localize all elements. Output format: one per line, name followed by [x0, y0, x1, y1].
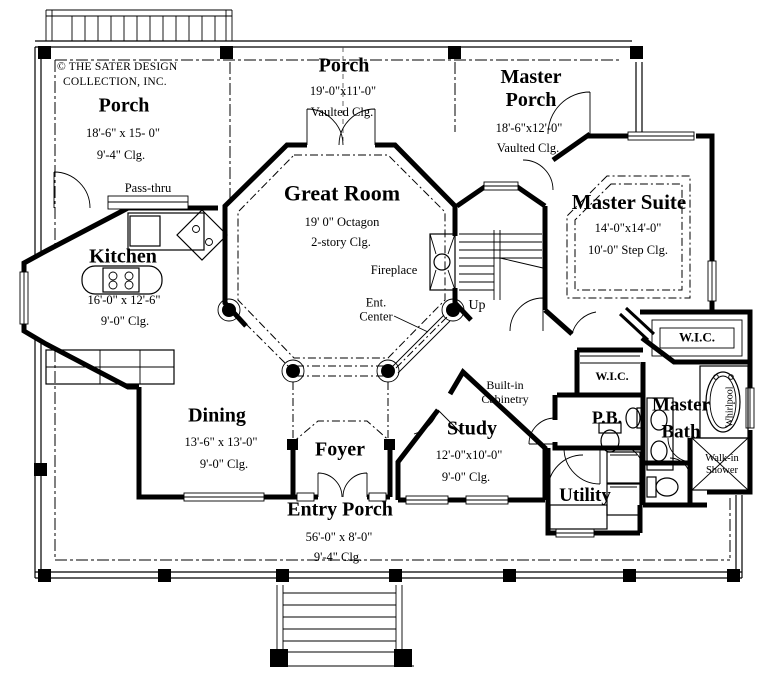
up-label: Up: [468, 297, 486, 313]
cooktop: [102, 267, 140, 293]
room-dim-master-suite: 14'-0"x14'-0": [594, 220, 662, 235]
exterior-walls: [21, 131, 753, 536]
fireplace-label: Fireplace: [370, 262, 418, 277]
pass-thru-label: Pass-thru: [124, 180, 172, 195]
room-dim-great-room: 19' 0" Octagon: [304, 214, 380, 229]
room-ceiling-study: 9'-0" Clg.: [441, 469, 491, 484]
room-dim-dining: 13'-6" x 13'-0": [184, 434, 258, 449]
room-label-master-bath: Master Bath: [651, 394, 711, 442]
water-closet-toilet: [646, 476, 679, 498]
room-label-dining: Dining: [188, 404, 246, 427]
room-ceiling-kitchen: 9'-0" Clg.: [100, 313, 150, 328]
ent-center-label: Ent. Center: [359, 295, 393, 324]
entertainment-center: [391, 314, 451, 374]
whirlpool-label: Whirlpool: [724, 386, 736, 428]
porch-posts: [34, 46, 740, 582]
room-ceiling-master-porch: Vaulted Clg.: [496, 140, 560, 155]
foyer-post: [384, 439, 395, 450]
room-dim-porch-left: 18'-6" x 15- 0": [86, 125, 160, 140]
washer-dryer: [549, 451, 641, 530]
porch-ceiling-lines: [54, 47, 731, 561]
room-dim-study: 12'-0"x10'-0": [435, 447, 503, 462]
room-ceiling-porch-left: 9'-4" Clg.: [96, 147, 146, 162]
room-label-kitchen: Kitchen: [89, 245, 157, 268]
gallery-open-edges: [233, 311, 451, 438]
pass-thru-counter: [107, 195, 189, 210]
great-room-ceiling-line: [237, 154, 446, 359]
powder-bath-toilet: [598, 422, 622, 453]
entry-steps: [270, 585, 414, 667]
deck-stairs: [45, 9, 233, 41]
room-ceiling-porch-center: Vaulted Clg.: [310, 104, 374, 119]
stair-flight: [459, 230, 544, 332]
room-label-entry-porch: Entry Porch: [287, 498, 393, 521]
vanity-sinks: [646, 397, 674, 471]
walk-in-shower-pan: [691, 437, 749, 491]
room-label-foyer: Foyer: [315, 438, 365, 461]
walk-in-shower-label: Walk-in Shower: [705, 452, 739, 476]
room-dim-entry-porch: 56'-0" x 8'-0": [305, 529, 373, 544]
room-ceiling-entry-porch: 9'-4" Clg.: [313, 549, 363, 564]
copyright-line-2: COLLECTION, INC.: [63, 76, 167, 88]
house-footprint: [24, 136, 750, 533]
foyer-ceiling-line: [291, 420, 393, 444]
kitchen-island: [81, 265, 163, 295]
room-ceiling-master-suite: 10'-0" Step Clg.: [588, 242, 668, 257]
room-label-porch-left: Porch: [98, 94, 150, 117]
columns: [217, 298, 465, 383]
foyer-post: [287, 439, 298, 450]
copyright-line-1: © THE SATER DESIGN: [57, 61, 178, 73]
built-in-cabinetry-label: Built-in Cabinetry: [481, 378, 529, 406]
room-label-great-room: Great Room: [283, 180, 401, 206]
closet-shelving: [580, 319, 743, 364]
room-label-study: Study: [446, 417, 498, 440]
room-label-porch-center: Porch: [318, 54, 370, 77]
room-label-utility: Utility: [559, 485, 611, 507]
room-dim-kitchen: 16'-0" x 12'-6": [87, 292, 161, 307]
windows: [19, 131, 755, 538]
room-label-master-suite: Master Suite: [571, 189, 687, 214]
powder-bath-sink: [625, 407, 644, 429]
room-dim-master-porch: 18'-6"x12'-0": [495, 120, 563, 135]
room-label-wic-master: W.I.C.: [678, 329, 716, 345]
room-label-master-porch: Master Porch: [500, 66, 562, 111]
room-ceiling-dining: 9'-0" Clg.: [199, 456, 249, 471]
room-dim-porch-center: 19'-0"x11'-0": [309, 83, 377, 98]
fireplace: [429, 233, 456, 291]
room-label-powder-bath: P.B.: [591, 407, 623, 428]
base-cabinets: [45, 209, 228, 385]
room-ceiling-great-room: 2-story Clg.: [311, 234, 371, 249]
door-swings: [53, 91, 693, 498]
room-label-wic-hall: W.I.C.: [595, 369, 629, 384]
